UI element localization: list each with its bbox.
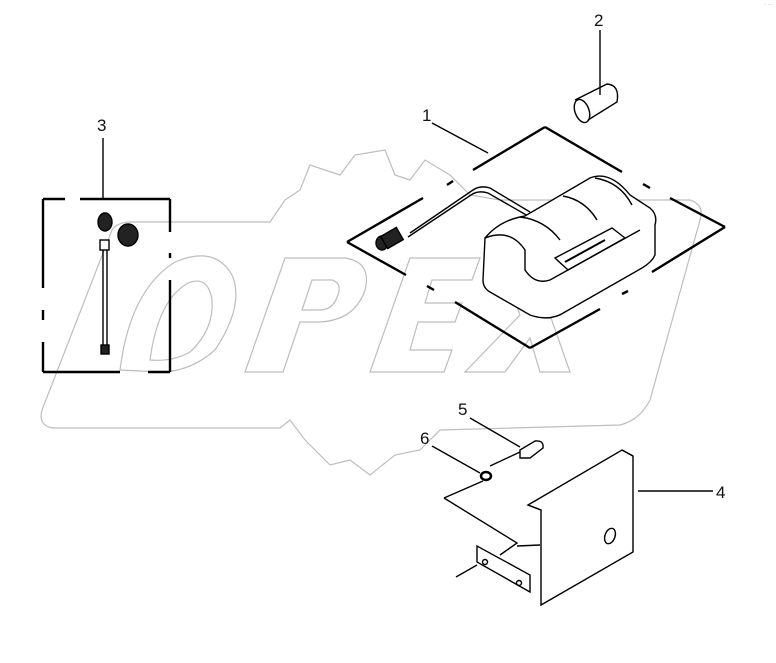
callout-label-4: 4 — [716, 483, 726, 502]
part-6-washer — [431, 445, 493, 482]
part-3-connector — [41, 138, 172, 374]
part-4-bracket — [443, 449, 713, 607]
callout-label-3: 3 — [97, 116, 107, 135]
part-1-dock — [346, 122, 726, 350]
callout-label-6: 6 — [420, 429, 430, 448]
callout-label-5: 5 — [458, 400, 468, 419]
part-5-bolt — [469, 417, 544, 467]
corner-mark: ⁻ ⁻⁻ — [764, 3, 774, 9]
callout-label-1: 1 — [422, 106, 432, 125]
part-2-cylinder — [573, 30, 619, 124]
callout-label-2: 2 — [594, 11, 604, 30]
